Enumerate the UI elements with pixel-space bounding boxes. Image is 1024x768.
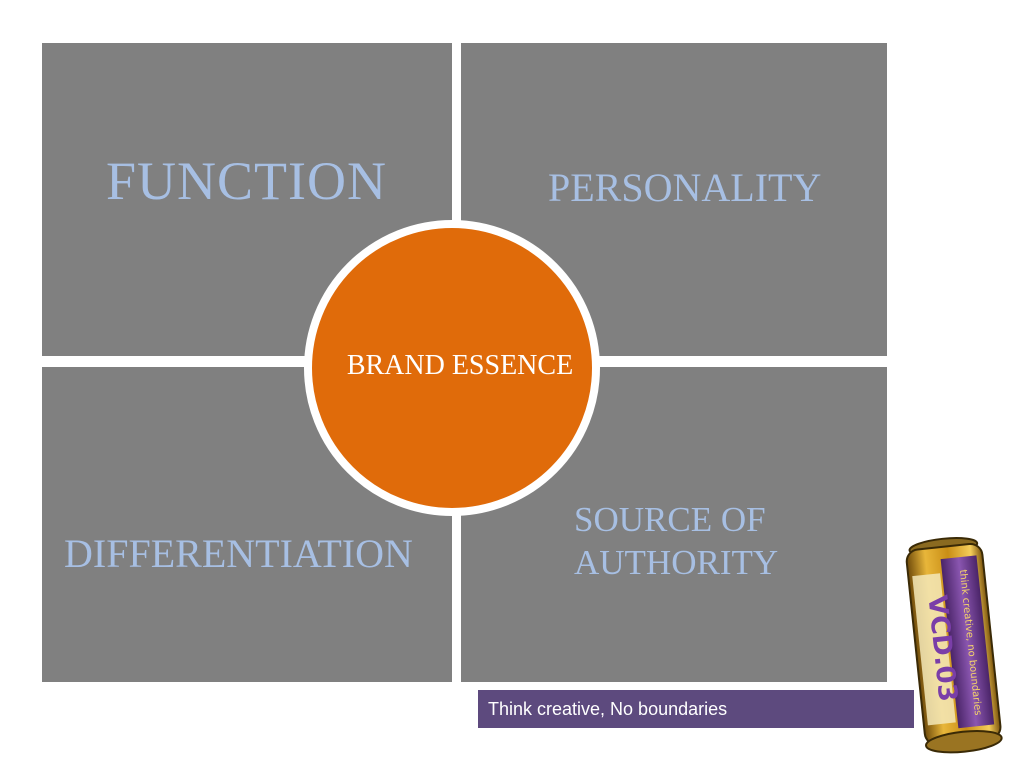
source-of-authority-label: SOURCE OF AUTHORITY xyxy=(574,498,834,584)
source-of-authority-line-2: AUTHORITY xyxy=(574,543,779,582)
source-of-authority-line-1: SOURCE OF xyxy=(574,500,766,539)
energy-drink-can-image: VCD.03 think creative, no boundaries xyxy=(905,537,1003,754)
brand-essence-label: BRAND ESSENCE xyxy=(346,350,574,381)
tagline-bar: Think creative, No boundaries xyxy=(478,690,914,728)
tagline-text: Think creative, No boundaries xyxy=(488,699,728,719)
differentiation-label: DIFFERENTIATION xyxy=(64,531,413,576)
personality-label: PERSONALITY xyxy=(548,165,822,210)
function-label: FUNCTION xyxy=(106,151,388,211)
brand-essence-circle xyxy=(304,220,600,516)
